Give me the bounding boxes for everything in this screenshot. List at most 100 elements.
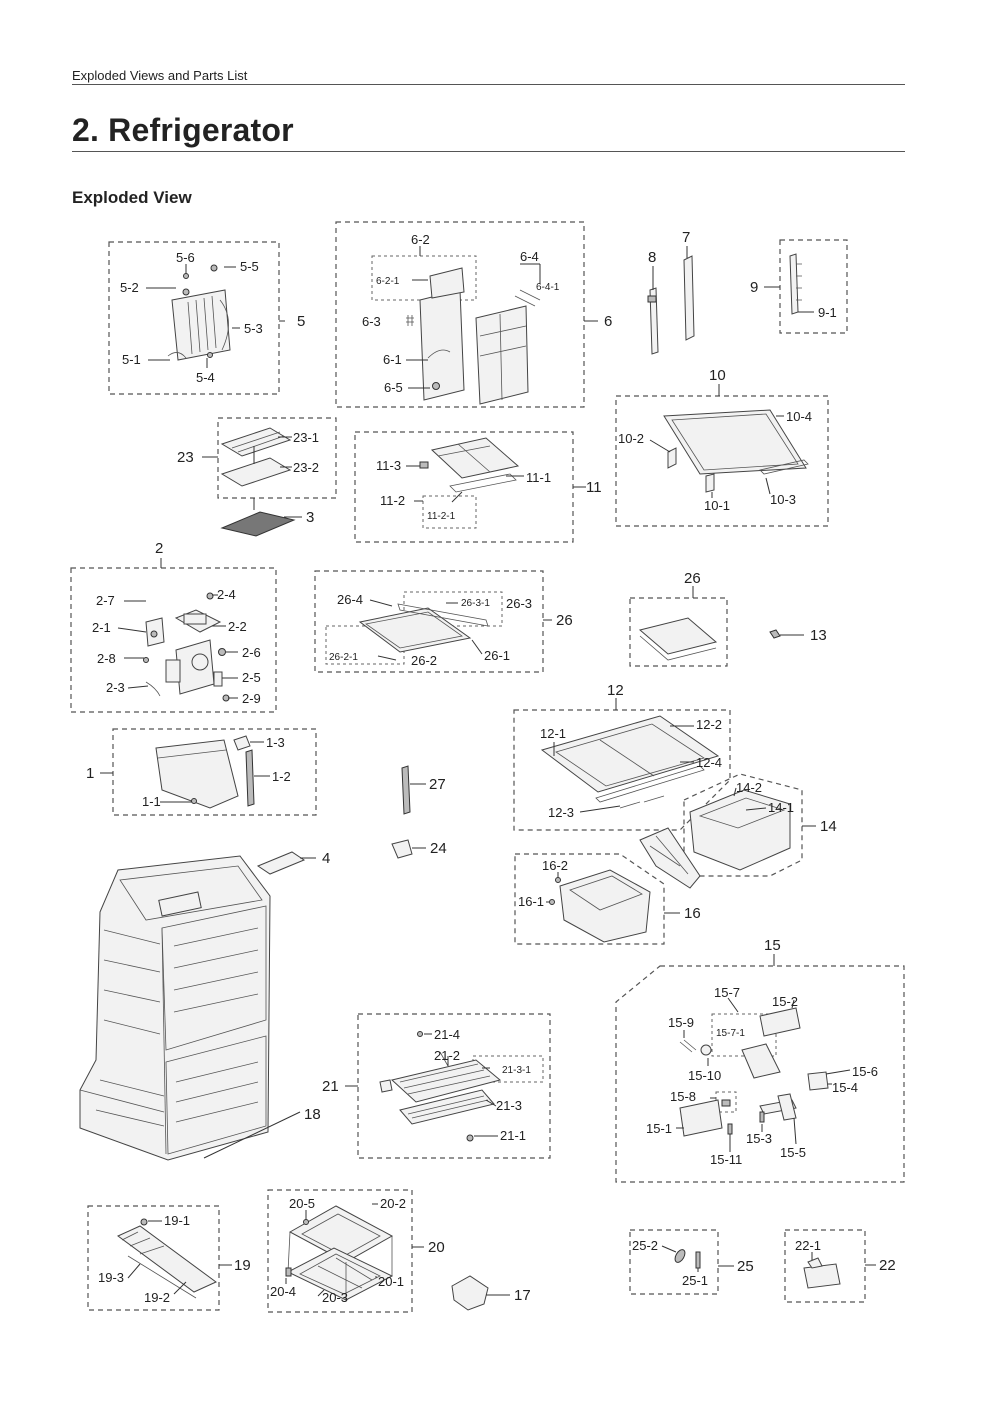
label-15-7-1: 15-7-1 <box>716 1028 745 1039</box>
label-2-4: 2-4 <box>217 587 236 602</box>
label-12-2: 12-2 <box>696 717 722 732</box>
part-group-12: 12 12-1 12-2 12-3 12-4 <box>513 682 731 831</box>
label-26-2: 26-2 <box>411 653 437 668</box>
label-22: 22 <box>879 1257 896 1274</box>
label-12-1: 12-1 <box>540 726 566 741</box>
label-6-2: 6-2 <box>411 232 430 247</box>
part-group-20: 20 20-1 20-2 20-3 20-4 20-5 <box>267 1189 445 1313</box>
label-20-5: 20-5 <box>289 1196 315 1211</box>
label-21: 21 <box>322 1078 339 1095</box>
label-14: 14 <box>820 818 837 835</box>
label-15-6: 15-6 <box>852 1064 878 1079</box>
label-20-4: 20-4 <box>270 1284 296 1299</box>
part-group-5: 5 5-1 5-2 5-3 5-4 5-5 5-6 <box>108 241 305 395</box>
part-group-22: 22 22-1 <box>784 1229 896 1303</box>
label-2-9: 2-9 <box>242 691 261 706</box>
label-13: 13 <box>810 627 827 644</box>
label-3: 3 <box>306 509 314 526</box>
label-15-10: 15-10 <box>688 1068 721 1083</box>
label-2-7: 2-7 <box>96 593 115 608</box>
label-25-1: 25-1 <box>682 1273 708 1288</box>
label-26-3-1: 26-3-1 <box>461 598 490 609</box>
part-group-10: 10 10-1 10-2 10-3 10-4 <box>615 367 829 527</box>
label-11-2: 11-2 <box>380 493 405 508</box>
label-12: 12 <box>607 682 624 699</box>
label-5-3: 5-3 <box>244 321 263 336</box>
label-21-1: 21-1 <box>500 1128 526 1143</box>
label-25-2: 25-2 <box>632 1238 658 1253</box>
part-13: 13 <box>769 627 827 644</box>
part-group-2: 2 2-1 2-2 2-3 2-4 2-5 2-6 2-7 2-8 2-9 <box>70 540 277 713</box>
label-6-5: 6-5 <box>384 380 403 395</box>
label-23-1: 23-1 <box>293 430 319 445</box>
label-1-1: 1-1 <box>142 794 161 809</box>
label-22-1: 22-1 <box>795 1238 821 1253</box>
label-20: 20 <box>428 1239 445 1256</box>
label-15-3: 15-3 <box>746 1131 772 1146</box>
label-26-shelf: 26 <box>556 612 573 629</box>
label-19: 19 <box>234 1257 251 1274</box>
label-2-3: 2-3 <box>106 680 125 695</box>
label-15-2: 15-2 <box>772 994 798 1009</box>
label-5: 5 <box>297 313 305 330</box>
label-8: 8 <box>648 249 656 266</box>
label-11-2-1: 11-2-1 <box>427 511 456 522</box>
label-20-2: 20-2 <box>380 1196 406 1211</box>
label-15-8: 15-8 <box>670 1089 696 1104</box>
part-group-6: 6 6-1 6-2 6-2-1 6-3 6-4 6-4-1 6-5 <box>335 221 612 408</box>
label-5-1: 5-1 <box>122 352 141 367</box>
header-section-label: Exploded Views and Parts List <box>72 68 248 83</box>
label-9-1: 9-1 <box>818 305 837 320</box>
label-5-5: 5-5 <box>240 259 259 274</box>
label-27: 27 <box>429 776 446 793</box>
label-20-1: 20-1 <box>378 1274 404 1289</box>
label-15-4: 15-4 <box>832 1080 858 1095</box>
label-21-2: 21-2 <box>434 1048 460 1063</box>
part-group-9: 9 9-1 <box>750 239 848 334</box>
label-19-3: 19-3 <box>98 1270 124 1285</box>
label-2-2: 2-2 <box>228 619 247 634</box>
label-20-3: 20-3 <box>322 1290 348 1305</box>
part-group-15: 15 15-1 15-2 15-3 15-4 15-5 15-6 15-7 15… <box>615 937 905 1183</box>
title-rule <box>72 151 905 152</box>
label-21-4: 21-4 <box>434 1027 460 1042</box>
part-7: 7 <box>682 229 695 341</box>
part-27: 27 <box>401 765 446 815</box>
label-11-3: 11-3 <box>376 458 401 473</box>
label-15: 15 <box>764 937 781 954</box>
label-15-9: 15-9 <box>668 1015 694 1030</box>
header-rule <box>72 84 905 85</box>
part-24: 24 <box>391 839 447 859</box>
label-2-1: 2-1 <box>92 620 111 635</box>
label-9: 9 <box>750 279 758 296</box>
label-5-2: 5-2 <box>120 280 139 295</box>
part-group-1: 1 1-1 1-2 1-3 <box>86 728 317 816</box>
label-5-6: 5-6 <box>176 250 195 265</box>
label-7: 7 <box>682 229 690 246</box>
label-16: 16 <box>684 905 701 922</box>
label-6-4: 6-4 <box>520 249 539 264</box>
label-11-1: 11-1 <box>526 470 551 485</box>
label-10-3: 10-3 <box>770 492 796 507</box>
label-16-2: 16-2 <box>542 858 568 873</box>
label-10-2: 10-2 <box>618 431 644 446</box>
label-4: 4 <box>322 850 330 867</box>
label-2-5: 2-5 <box>242 670 261 685</box>
label-6: 6 <box>604 313 612 330</box>
label-26-2-1: 26-2-1 <box>329 652 358 663</box>
part-8: 8 <box>647 249 659 355</box>
label-10: 10 <box>709 367 726 384</box>
label-12-4: 12-4 <box>696 755 722 770</box>
part-group-21: 21 21-1 21-2 21-3 21-3-1 21-4 <box>322 1013 551 1159</box>
label-14-2: 14-2 <box>736 780 762 795</box>
part-group-26-shelf: 26 26-1 26-2 26-2-1 26-3 26-3-1 26-4 <box>314 570 573 673</box>
part-3: 3 <box>220 498 314 537</box>
label-17: 17 <box>514 1287 531 1304</box>
label-10-4: 10-4 <box>786 409 812 424</box>
label-12-3: 12-3 <box>548 805 574 820</box>
label-2-8: 2-8 <box>97 651 116 666</box>
label-15-11: 15-11 <box>710 1152 742 1167</box>
label-26-4: 26-4 <box>337 592 363 607</box>
part-group-11: 11 11-1 11-2 11-2-1 11-3 <box>354 431 602 543</box>
